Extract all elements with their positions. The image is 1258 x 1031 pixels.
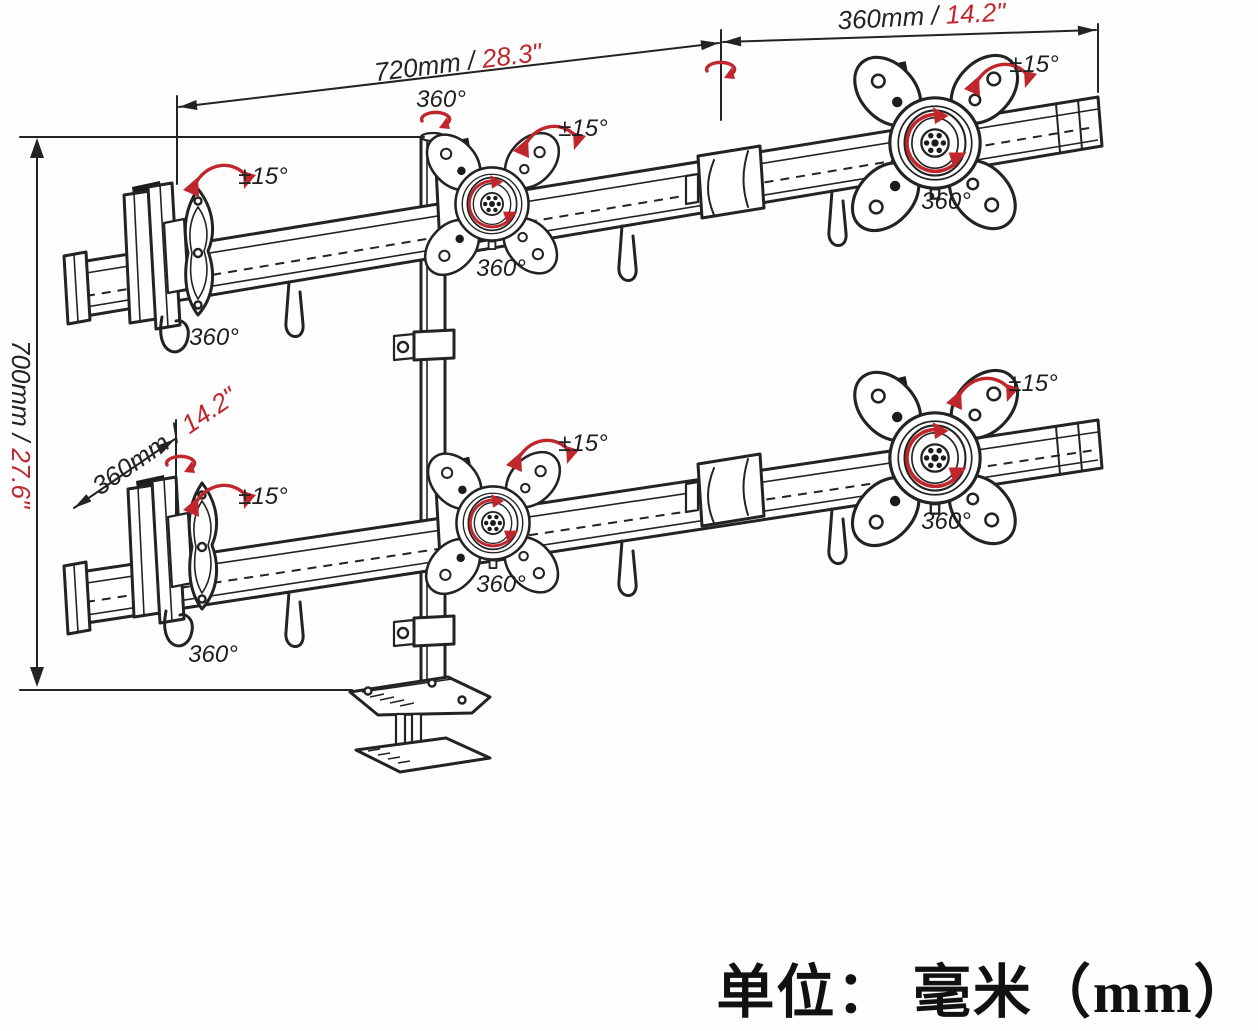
label-swivel: 360° [476,571,526,598]
cable-hook [827,505,848,566]
label-swivel: 360° [921,508,971,535]
vesa-plate-lower-left [128,475,217,646]
label-height: 700mm / 27.6" [6,340,36,510]
unit-note: 单位： 毫米（mm） [716,960,1253,1025]
cable-hook [617,222,638,283]
label-swivel: 360° [188,641,238,668]
label-tilt: ±15° [238,483,288,510]
arm-end-cap [62,560,92,636]
label-tilt: ±15° [1009,51,1059,78]
label-tilt: ±15° [558,430,608,457]
label-top-right-span: 360mm / 14.2" [837,0,1008,35]
swivel-arrow-icon [164,454,197,475]
label-swivel: 360° [189,324,239,351]
swivel-arrow-icon [419,110,452,131]
pole-collar-upper [392,328,456,362]
arm-joiner-bracket [684,144,766,220]
cable-hook [827,187,848,248]
arm-end-cap [62,250,92,326]
label-tilt: ±15° [238,163,288,190]
label-swivel: 360° [921,188,971,215]
lower-arm [62,418,1104,649]
cable-hook [284,278,305,339]
label-tilt: ±15° [558,115,608,142]
label-swivel-pole: 360° [416,86,466,113]
arm-joiner-bracket [684,452,766,528]
desk-clamp [348,675,492,774]
label-tilt: ±15° [1008,370,1058,397]
pole-collar-lower [392,614,456,648]
angle-labels: ±15° ±15° ±15° ±15° ±15° ±15° 360° 360° … [188,51,1059,668]
dimension-top-right-span-360mm: 360mm / 14.2" [704,0,1099,93]
label-swivel: 360° [476,255,526,282]
label-top-span: 720mm / 28.3" [373,37,545,87]
dimension-height-700mm: 700mm / 27.6" [6,136,425,691]
upper-arm [62,95,1104,339]
cable-hook [284,588,305,649]
cable-hook [617,537,638,598]
